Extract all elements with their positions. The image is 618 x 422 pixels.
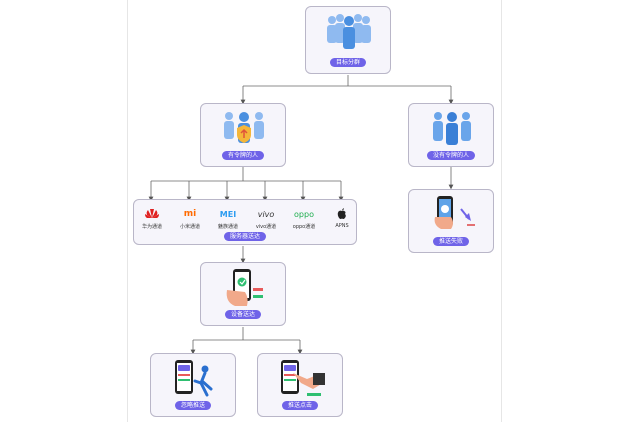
node-server-reach: 华为通道 mi 小米通道 MEI 魅族通道 vivo vivo通道 oppo o… [133,199,357,245]
channel-huawei: 华为通道 [132,208,172,230]
node-label: 服务器送达 [223,232,267,241]
people-icon [433,112,471,145]
node-device-reach: 设备送达 [200,262,286,326]
phone-fail-icon [434,196,475,229]
channel-xiaomi: mi 小米通道 [170,208,210,230]
node-no-token: 没有令牌的人 [408,103,494,167]
node-label: 有令牌的人 [221,151,265,160]
node-push-click: 推送点击 [257,353,343,417]
channel-label: 华为通道 [141,224,162,230]
meizu-logo-icon: MEI [219,209,237,219]
phone-ignore-icon [175,360,213,397]
channel-apns: APNS [322,208,362,229]
node-ignore-push: 忽略推送 [150,353,236,417]
node-target-group: 目标分群 [305,6,391,74]
channel-meizu: MEI 魅族通道 [208,208,248,231]
node-label: 设备送达 [224,310,262,319]
node-label: 推送点击 [281,401,319,410]
channel-oppo: oppo oppo通道 [284,208,324,231]
apple-logo-icon [337,208,346,219]
oppo-logo-icon: oppo [294,209,314,219]
channel-vivo: vivo vivo通道 [246,208,286,231]
channel-label: APNS [335,223,349,229]
node-push-fail: 推送失败 [408,189,494,253]
channel-label: 魅族通道 [217,224,238,230]
node-label: 推送失败 [432,237,470,246]
people-with-token-icon [224,112,264,143]
channel-label: vivo通道 [255,224,277,230]
phone-tap-icon [281,360,325,396]
mi-logo-icon: mi [183,209,197,219]
node-label: 忽略推送 [174,401,212,410]
node-has-token: 有令牌的人 [200,103,286,167]
channel-label: oppo通道 [292,224,316,230]
vivo-logo-icon: vivo [257,209,275,219]
phone-check-icon [226,269,263,306]
crowd-icon [327,14,371,49]
node-label: 没有令牌的人 [426,151,476,160]
huawei-logo-icon [145,209,159,218]
channel-label: 小米通道 [179,224,200,230]
node-label: 目标分群 [329,58,367,67]
